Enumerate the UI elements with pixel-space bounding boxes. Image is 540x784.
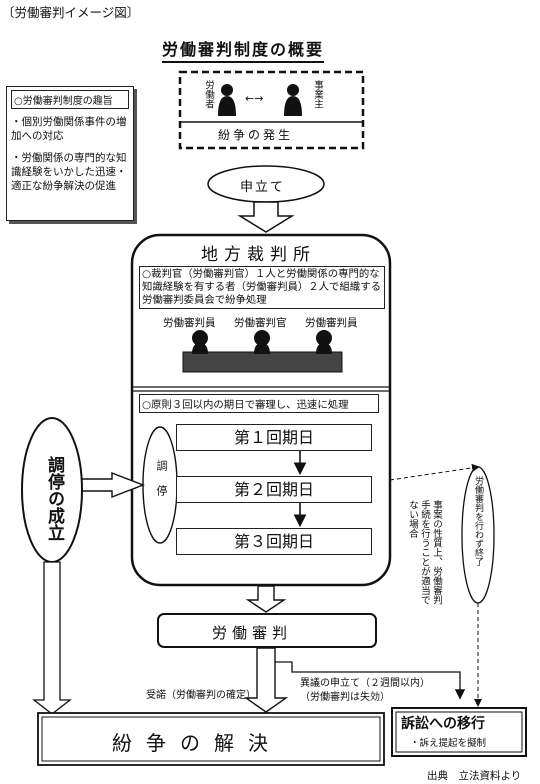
court-down-arrow [245, 585, 287, 613]
session-3: 第３回期日 [176, 528, 372, 555]
no-judgment-main: 労働審判を行わず終了 [473, 476, 483, 566]
member-label-1: 労働審判員 [163, 317, 216, 329]
session-1-label: 第１回期日 [233, 428, 314, 447]
member-label-3: 労働審判員 [305, 317, 358, 329]
court-rule: ○原則３回以内の期日で審理し、迅速に処理 [139, 394, 379, 413]
lawsuit-note: ・訴え提起を擬制 [410, 738, 487, 749]
source-note: 出典 立法資料より [427, 770, 522, 782]
no-judgment-reason: 事案の性質上、労働審判手続を行うことが適当でない場合 [407, 500, 442, 605]
member-label-2: 労働審判官 [234, 317, 287, 329]
mediation-label: 調停 [155, 460, 168, 510]
member-figure-3 [313, 330, 335, 358]
member-figure-1 [189, 330, 211, 358]
judgment-box [157, 613, 377, 648]
purpose-item-2: ・労働関係の専門的な知識経験をいかした迅速・適正な紛争解決の促進 [11, 152, 127, 192]
purpose-item-1: ・個別労働関係事件の増加への対応 [11, 116, 127, 142]
petition-label: 申立て [240, 180, 286, 195]
session-2: 第２回期日 [176, 476, 372, 503]
objection-line2: （労働審判は失効） [300, 692, 390, 703]
mediation-success-label: 調停の成立 [44, 456, 64, 541]
worker-label: 労働者 [203, 80, 214, 109]
member-figure-2 [251, 330, 273, 358]
worker-figure [216, 84, 238, 116]
lawsuit-title: 訴訟への移行 [401, 716, 485, 732]
judgment-label: 労働審判 [212, 624, 293, 642]
purpose-heading: ○労働審判制度の趣旨 [11, 90, 129, 109]
resolution-label: 紛争の解決 [112, 731, 282, 755]
dispute-arrow: ←→ [245, 92, 264, 105]
dispute-label: 紛争の発生 [218, 128, 294, 142]
judgment-down-arrow [243, 647, 289, 713]
page-title: 労働審判制度の概要 [162, 36, 325, 63]
court-title: 地方裁判所 [201, 245, 316, 265]
session-3-label: 第３回期日 [233, 532, 314, 551]
session-2-label: 第２回期日 [233, 480, 314, 499]
success-down-arrow [32, 561, 72, 715]
acceptance-label: 受諾（労働審判の確定） [146, 690, 256, 701]
lawsuit-box [391, 707, 527, 757]
court-panel-note: ○裁判官（労働審判官）１人と労働関係の専門的な知識経験を有する者（労働審判員）２… [139, 266, 385, 309]
dispute-box [178, 70, 365, 150]
session-1: 第１回期日 [176, 424, 372, 451]
employer-label: 事業主 [312, 80, 323, 109]
figure-tag: 〔労働審判イメージ図〕 [2, 5, 140, 20]
employer-figure [282, 84, 304, 116]
purpose-note: ○労働審判制度の趣旨 ・個別労働関係事件の増加への対応 ・労働関係の専門的な知識… [6, 86, 134, 221]
objection-line1: 異議の申立て（２週間以内） [300, 678, 430, 689]
petition-down-arrow [237, 201, 295, 233]
resolution-box [37, 712, 385, 766]
